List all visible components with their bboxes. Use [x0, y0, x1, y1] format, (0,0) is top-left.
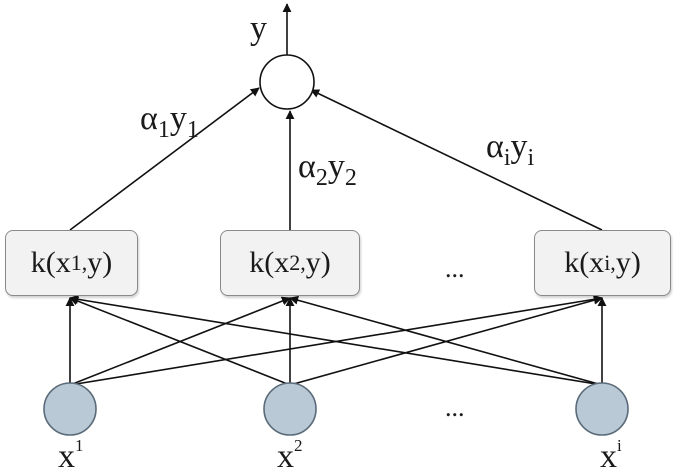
weight-label-i: αiyi — [486, 128, 535, 171]
input-label-2: x2 — [277, 436, 303, 474]
weight-label-1: α1y1 — [140, 100, 199, 143]
nodes — [43, 54, 629, 436]
input-node-3 — [575, 382, 629, 436]
output-label: y — [250, 10, 267, 47]
edge-input-3-to-kernel-2 — [289, 295, 603, 386]
input-node-2 — [263, 382, 317, 436]
edge-input-2-to-kernel-1 — [69, 296, 291, 386]
input-ellipsis: ... — [445, 393, 465, 422]
connection-lines — [65, 3, 607, 386]
edge-input-3-to-kernel-1 — [69, 294, 603, 386]
weight-label-2: α2y2 — [298, 148, 357, 191]
input-label-1: x1 — [58, 436, 84, 474]
output-node — [259, 54, 315, 110]
kernel-ellipsis: ... — [445, 254, 465, 283]
edge-kernel-1-to-output — [69, 87, 260, 231]
input-node-1 — [43, 382, 97, 436]
input-label-i: xi — [600, 436, 622, 474]
edge-kernel-i-to-output — [310, 89, 603, 231]
